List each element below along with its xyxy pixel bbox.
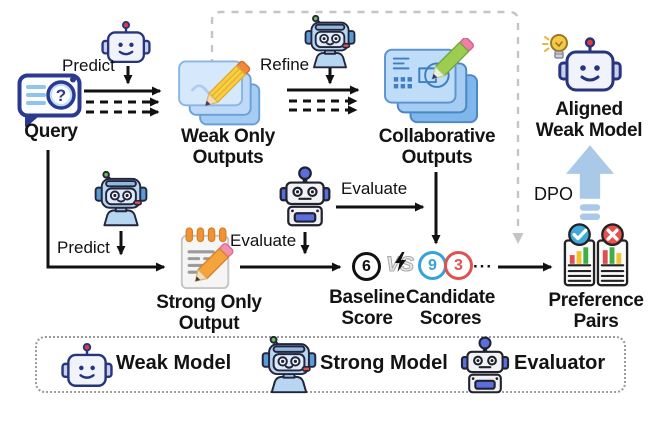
collaborative-outputs-label: Collaborative Outputs [372,126,502,168]
legend-evaluator-robot-icon [458,336,512,394]
weak-only-outputs-line2: Outputs [192,146,264,168]
collaborative-outputs-line1: Collaborative [378,126,496,147]
refine-label: Refine [260,55,310,74]
lightning-bolt-icon [395,252,406,272]
legend-strong-robot-icon [260,336,318,394]
candidate-scores-label: Candidate Scores [388,287,513,329]
versus-badge: VS [384,251,416,281]
evaluate-collab-label: Evaluate [341,179,408,198]
query-icon: ? [17,73,82,127]
aligned-weak-model-line2: Weak Model [535,119,643,141]
strong-robot-predict-icon [93,168,149,230]
strong-only-output-line1: Strong Only [156,292,262,313]
predict-weak-label: Predict [62,56,115,75]
preference-pairs-line2: Pairs [573,310,619,332]
collaborative-outputs-icon [381,38,483,130]
weak-only-outputs-line1: Weak Only [180,126,276,147]
strong-robot-refine-icon [303,15,357,69]
aligned-weak-robot-icon [558,36,622,94]
predict-strong-label: Predict [57,238,110,257]
preference-pairs-label: Preference Pairs [536,290,656,332]
baseline-score-circle: 6 [352,252,381,281]
preference-pairs-icon [561,223,631,291]
baseline-score-line1: Baseline [329,287,405,308]
aligned-weak-model-label: Aligned Weak Model [524,99,654,141]
legend-weak-model-label: Weak Model [116,352,232,374]
more-scores-ellipsis: ··· [473,257,493,276]
legend-strong-model-label: Strong Model [320,352,448,374]
candidate-scores-line1: Candidate [405,287,496,308]
dpo-label: DPO [534,184,574,204]
aligned-weak-model-line1: Aligned [555,99,623,120]
weak-only-outputs-label: Weak Only Outputs [168,126,288,168]
candidate-score-circle-2: 3 [444,251,473,280]
strong-only-output-label: Strong Only Output [149,292,269,334]
baseline-score-label: Baseline Score [307,287,427,329]
legend-weak-robot-icon [61,342,113,389]
legend-evaluator-label: Evaluator [514,352,606,374]
strong-only-output-icon [175,226,237,292]
evaluate-strong-label: Evaluate [230,231,297,250]
question-mark-glyph: ? [56,86,66,105]
evaluator-robot-icon [279,164,331,229]
legend-box [35,336,626,393]
preference-pairs-line1: Preference [548,290,644,311]
weak-only-outputs-icon [177,50,269,132]
dpo-up-arrow-icon [566,144,614,224]
baseline-score-line2: Score [341,307,393,329]
query-label: Query [24,121,78,142]
candidate-scores-line2: Scores [419,307,482,329]
collaborative-outputs-line2: Outputs [401,146,473,168]
candidate-score-circle-1: 9 [418,251,447,280]
strong-only-output-line2: Output [178,312,240,334]
